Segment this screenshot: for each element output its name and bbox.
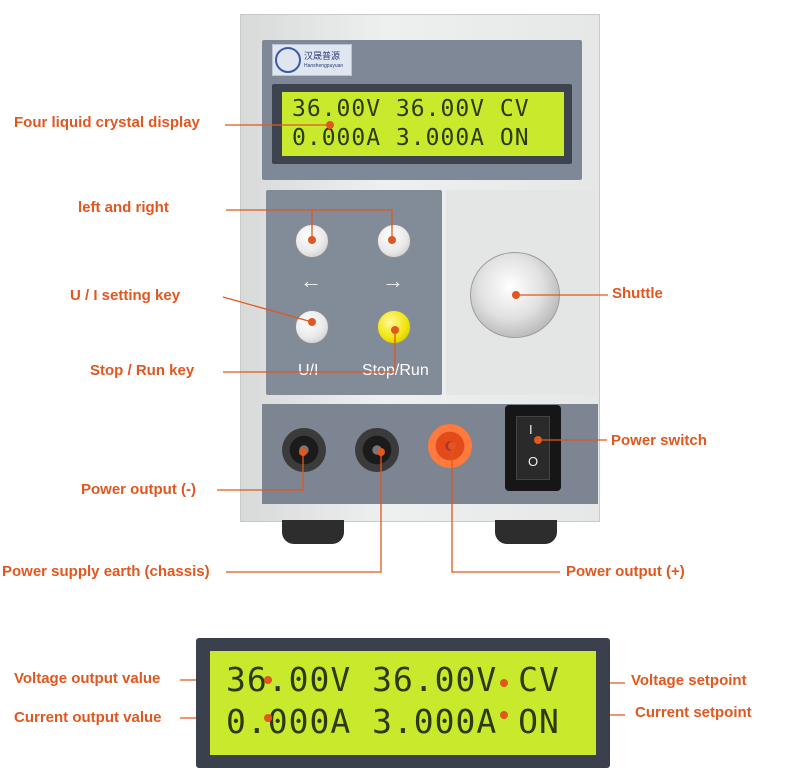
right-arrow-icon: →: [382, 268, 404, 293]
earth-callout-dot: [377, 448, 385, 456]
logo-text-en: Hanshengpuyuan: [304, 63, 344, 69]
voltage-setpoint-dot: [500, 679, 508, 687]
stop-run-key-button[interactable]: [377, 310, 411, 344]
left-right-callout-label: left and right: [78, 199, 169, 216]
left-key-callout-dot: [308, 236, 316, 244]
brand-logo: 汉晟普源 Hanshengpuyuan: [272, 44, 352, 76]
current-output-dot: [264, 714, 272, 722]
current-setpoint-dot: [500, 711, 508, 719]
power-minus-callout-label: Power output (-): [81, 481, 196, 498]
power-plus-callout-dot: [448, 442, 456, 450]
stop-run-callout-dot: [391, 326, 399, 334]
left-right-callout-line: [226, 209, 393, 240]
shuttle-callout-dot: [512, 291, 520, 299]
ui-callout-line: [222, 296, 313, 323]
logo-text-cn: 汉晟普源: [304, 51, 341, 61]
voltage-output-label: Voltage output value: [14, 670, 161, 687]
lcd-callout-label: Four liquid crystal display: [14, 114, 200, 131]
earth-callout-line: [226, 452, 382, 573]
keypad-panel: [266, 190, 442, 395]
current-output-label: Current output value: [14, 709, 162, 726]
ui-key-callout-label: U / I setting key: [70, 287, 181, 304]
switch-on-mark: I: [529, 422, 533, 437]
right-key-callout-dot: [388, 236, 396, 244]
switch-off-mark: O: [528, 454, 539, 469]
lcd-line-2: 0.000A 3.000A ON: [292, 125, 530, 151]
ui-setting-key-button[interactable]: [295, 310, 329, 344]
ui-key-callout-dot: [308, 318, 316, 326]
zoomed-lcd-line-1: 36.00V 36.00V CV: [226, 660, 560, 699]
shuttle-callout-label: Shuttle: [612, 285, 663, 302]
voltage-output-dot: [264, 676, 272, 684]
power-switch-callout-dot: [534, 436, 542, 444]
power-minus-callout-dot: [299, 448, 307, 456]
power-plus-callout-line: [451, 446, 560, 573]
power-switch-callout-label: Power switch: [611, 432, 707, 449]
voltage-setpoint-label: Voltage setpoint: [631, 672, 747, 689]
lcd-callout-dot: [326, 121, 334, 129]
left-foot: [282, 520, 344, 544]
power-minus-callout-line: [217, 452, 304, 491]
left-arrow-icon: ←: [300, 268, 322, 293]
earth-callout-label: Power supply earth (chassis): [2, 563, 210, 580]
power-switch-rocker[interactable]: [516, 416, 550, 480]
current-setpoint-label: Current setpoint: [635, 704, 752, 721]
lcd-line-1: 36.00V 36.00V CV: [292, 96, 530, 122]
right-foot: [495, 520, 557, 544]
zoomed-lcd-line-2: 0.000A 3.000A ON: [226, 702, 560, 741]
ui-key-label: U/I: [298, 362, 319, 379]
lcd-display: 36.00V 36.00V CV 0.000A 3.000A ON: [282, 92, 564, 156]
power-plus-callout-label: Power output (+): [566, 563, 685, 580]
logo-emblem-icon: [275, 47, 301, 73]
stop-run-callout-label: Stop / Run key: [90, 362, 195, 379]
